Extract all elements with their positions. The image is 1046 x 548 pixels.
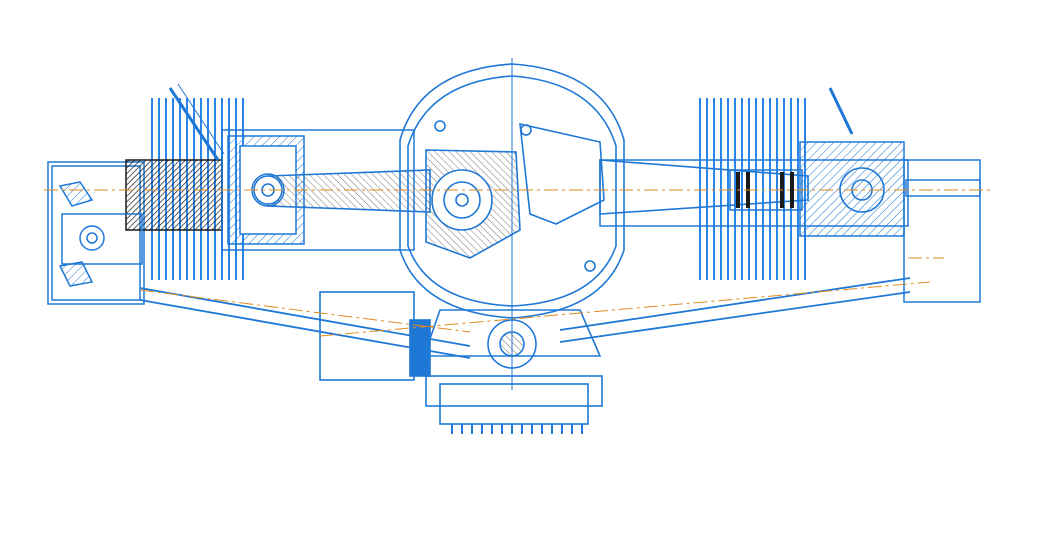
right-cylinder [599, 87, 981, 303]
right-cylinder-fins [699, 98, 806, 280]
centerlines [44, 189, 990, 337]
left-cylinder-head [47, 83, 225, 305]
left-connecting-rod [253, 169, 431, 213]
cam-housing [319, 291, 602, 381]
oil-pan [425, 375, 603, 434]
crankshaft [425, 122, 605, 259]
